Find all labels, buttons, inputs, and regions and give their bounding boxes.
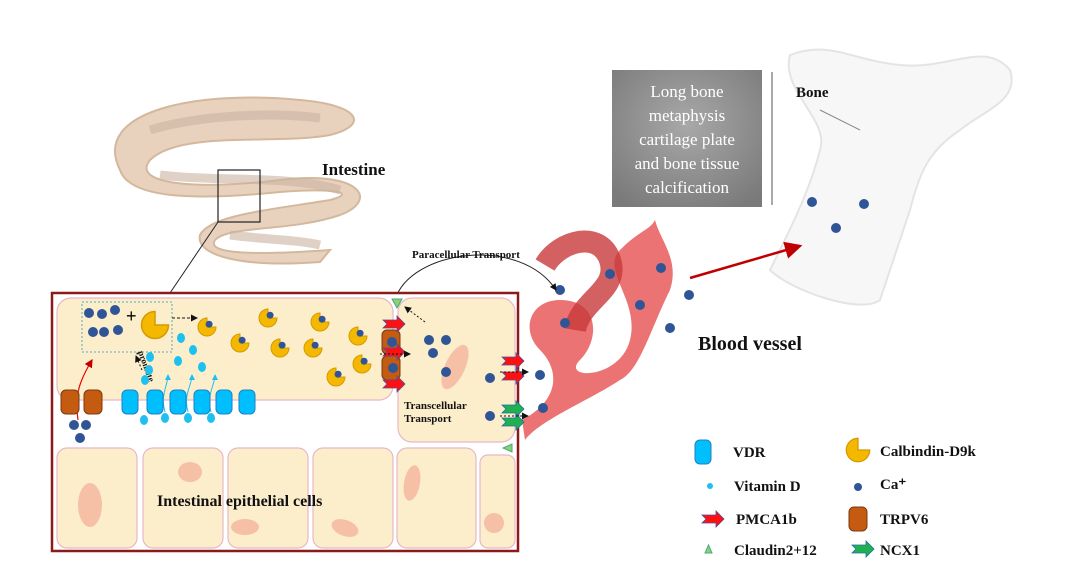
vitamin-d-icon xyxy=(707,483,713,489)
calbindin-icon xyxy=(845,437,871,463)
nuclei xyxy=(78,344,504,537)
svg-text:Calbindin-D9k: Calbindin-D9k xyxy=(880,444,977,460)
claudin-markers xyxy=(391,298,513,453)
bone-calcification-box: Long bone metaphysis cartilage plate and… xyxy=(612,70,762,207)
transcellular-label: Transcellular xyxy=(404,400,467,412)
calcium-icon xyxy=(854,483,862,491)
intestine-label: Intestine xyxy=(322,160,386,179)
svg-text:Ca⁺: Ca⁺ xyxy=(880,477,906,493)
svg-text:Transport: Transport xyxy=(404,413,452,425)
epithelial-label: Intestinal epithelial cells xyxy=(157,493,322,510)
svg-text:cartilage plate: cartilage plate xyxy=(639,130,735,149)
svg-text:metaphysis: metaphysis xyxy=(649,106,726,125)
svg-text:and bone tissue: and bone tissue xyxy=(635,154,740,173)
bone-label: Bone xyxy=(796,85,829,101)
intestine-illustration xyxy=(113,96,361,294)
blood-vessel-label: Blood vessel xyxy=(698,333,802,355)
trpv6-icon xyxy=(848,506,868,532)
svg-text:PMCA1b: PMCA1b xyxy=(736,512,797,528)
paracellular-label: Paracellular Transport xyxy=(412,249,520,261)
svg-text:Long bone: Long bone xyxy=(650,82,723,101)
svg-text:Vitamin D: Vitamin D xyxy=(734,479,801,495)
legend: VDR Calbindin-D9k Vitamin D Ca⁺ PMCA1b T… xyxy=(694,437,977,559)
svg-text:TRPV6: TRPV6 xyxy=(880,512,929,528)
zoom-box xyxy=(217,169,261,223)
svg-text:calcification: calcification xyxy=(645,178,730,197)
svg-text:NCX1: NCX1 xyxy=(880,543,920,559)
ncx1-icon xyxy=(851,540,875,558)
vessel-to-bone-arrow xyxy=(689,241,803,280)
pmca1b-icon xyxy=(701,510,725,528)
vdr-icon xyxy=(694,439,712,465)
svg-text:+: + xyxy=(126,306,137,326)
blood-vessel xyxy=(522,220,694,440)
svg-text:Claudin2+12: Claudin2+12 xyxy=(734,543,817,559)
bone-illustration xyxy=(768,48,1013,306)
claudin-icon xyxy=(704,543,713,554)
svg-text:VDR: VDR xyxy=(733,445,766,461)
